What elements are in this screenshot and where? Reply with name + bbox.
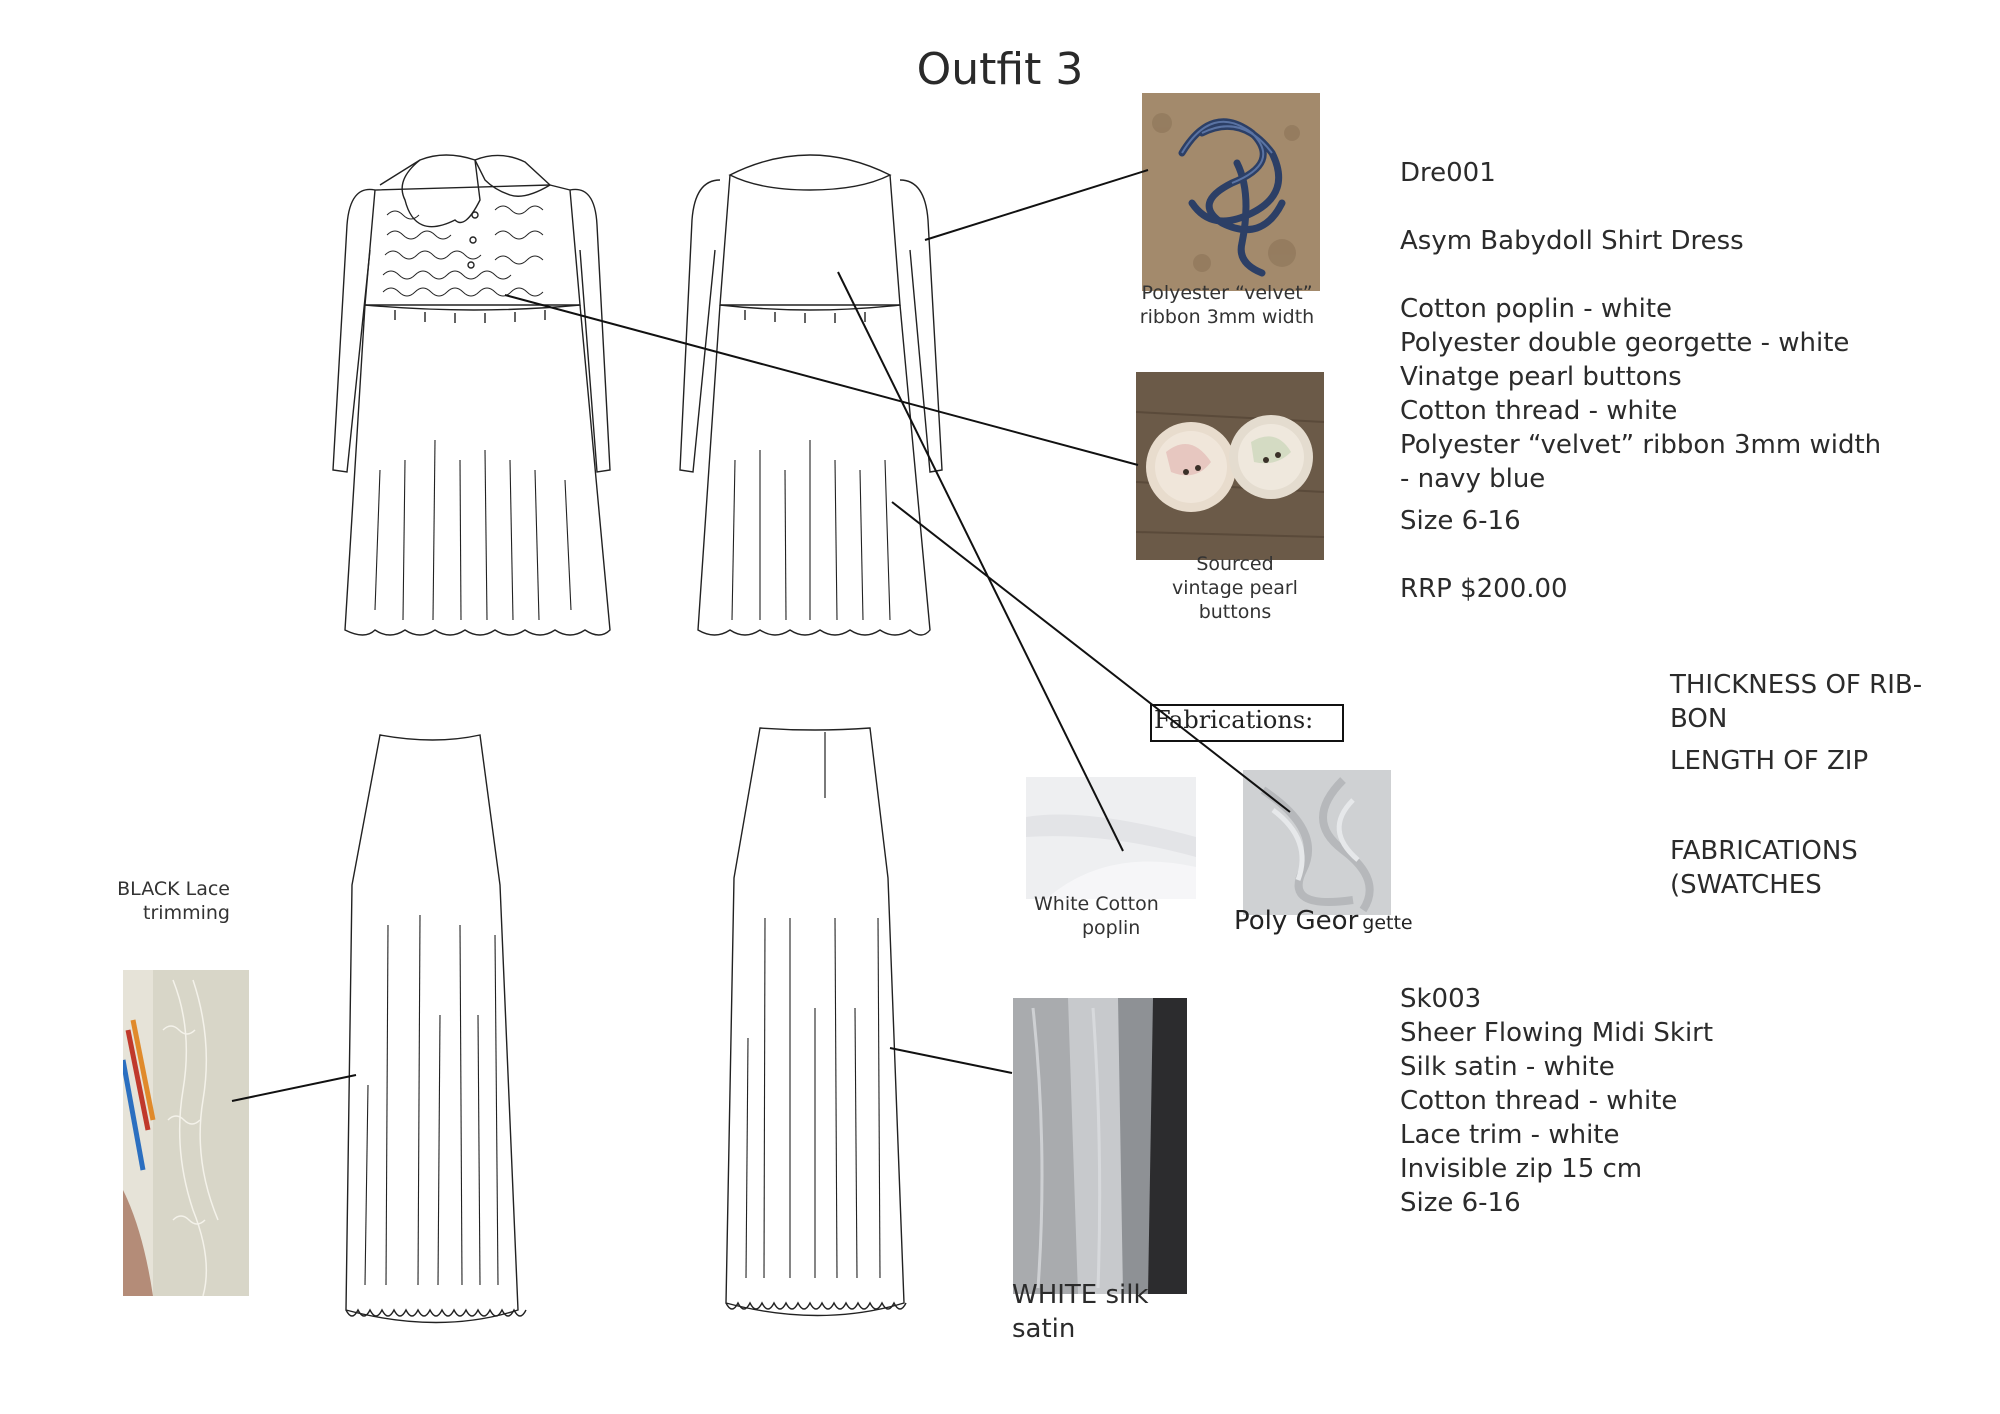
cotton-caption: White Cotton poplin <box>1026 892 1206 940</box>
skirt-spec: Sk003 Sheer Flowing Midi Skirt Silk sati… <box>1400 982 1713 1220</box>
skirt-size: Size 6-16 <box>1400 1188 1521 1218</box>
buttons-caption-line-3: buttons <box>1198 601 1272 623</box>
fabrications-label: Fabrications: <box>1154 706 1314 734</box>
silk-satin-swatch-image <box>1013 998 1187 1294</box>
note-ribbon-line-1: THICKNESS OF RIB- <box>1670 670 1923 700</box>
production-notes: THICKNESS OF RIB- BON LENGTH OF ZIP FABR… <box>1670 668 1922 902</box>
note-fabrications-line-2: (SWATCHES <box>1670 870 1822 900</box>
cotton-caption-line-1: White Cotton <box>1034 893 1159 915</box>
skirt-code: Sk003 <box>1400 984 1482 1014</box>
dress-material-4: Cotton thread - white <box>1400 396 1678 426</box>
cotton-poplin-swatch-image <box>1026 777 1196 899</box>
dress-front-sketch <box>332 154 611 636</box>
dress-material-1: Cotton poplin - white <box>1400 294 1673 324</box>
skirt-front-sketch <box>345 734 527 1324</box>
buttons-caption-line-1: Sourced <box>1196 553 1274 575</box>
buttons-caption-line-2: vintage pearl <box>1172 577 1298 599</box>
dress-material-3: Vinatge pearl buttons <box>1400 362 1682 392</box>
ribbon-caption-line-2: ribbon 3mm width <box>1139 306 1315 328</box>
ribbon-caption: Polyester “velvet” ribbon 3mm width <box>1112 281 1342 329</box>
dress-spec: Dre001 Asym Babydoll Shirt Dress Cotton … <box>1400 156 1881 606</box>
leader-line-lace <box>231 1074 357 1102</box>
buttons-caption: Sourced vintage pearl buttons <box>1150 552 1320 624</box>
lace-caption-line-1: BLACK Lace <box>117 878 230 900</box>
lace-caption-line-2: trimming <box>143 902 230 924</box>
georgette-caption-b: gette <box>1362 912 1413 934</box>
satin-caption-line-2: satin <box>1012 1314 1076 1344</box>
dress-material-5: Polyester “velvet” ribbon 3mm width <box>1400 430 1882 460</box>
note-ribbon-line-2: BON <box>1670 704 1728 734</box>
skirt-material-3: Lace trim - white <box>1400 1120 1620 1150</box>
dress-material-6: - navy blue <box>1400 464 1546 494</box>
pearl-buttons-swatch-image <box>1136 372 1324 560</box>
lace-caption: BLACK Lace trimming <box>100 877 230 925</box>
dress-back-sketch <box>679 154 943 636</box>
dress-code: Dre001 <box>1400 158 1496 188</box>
fabrications-label-box: Fabrications: <box>1150 704 1344 742</box>
satin-caption-line-1: WHITE silk <box>1012 1280 1149 1310</box>
skirt-material-1: Silk satin - white <box>1400 1052 1615 1082</box>
dress-material-2: Polyester double georgette - white <box>1400 328 1850 358</box>
cotton-caption-line-2: poplin <box>1082 917 1141 939</box>
georgette-caption-a: Poly Geor <box>1234 906 1359 936</box>
skirt-name: Sheer Flowing Midi Skirt <box>1400 1018 1714 1048</box>
dress-rrp: RRP $200.00 <box>1400 574 1568 604</box>
note-zip: LENGTH OF ZIP <box>1670 746 1869 776</box>
poly-georgette-swatch-image <box>1243 770 1391 915</box>
note-fabrications-line-1: FABRICATIONS <box>1670 836 1858 866</box>
ribbon-swatch-image <box>1142 93 1320 291</box>
dress-name: Asym Babydoll Shirt Dress <box>1400 226 1744 256</box>
satin-caption: WHITE silk satin <box>1012 1278 1149 1346</box>
dress-size: Size 6-16 <box>1400 506 1521 536</box>
lace-trim-swatch-image <box>123 970 249 1296</box>
page-title: Outfit 3 <box>916 44 1084 95</box>
skirt-back-sketch <box>725 727 907 1317</box>
skirt-material-2: Cotton thread - white <box>1400 1086 1678 1116</box>
ribbon-caption-line-1: Polyester “velvet” <box>1141 282 1313 304</box>
skirt-material-4: Invisible zip 15 cm <box>1400 1154 1643 1184</box>
